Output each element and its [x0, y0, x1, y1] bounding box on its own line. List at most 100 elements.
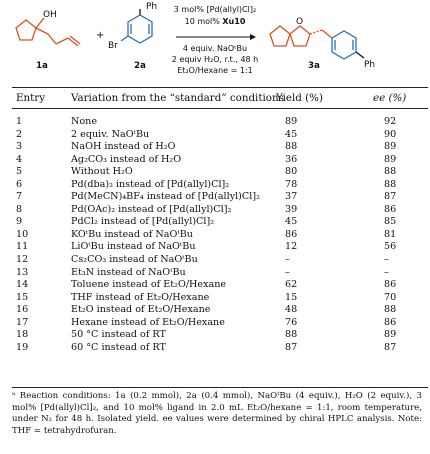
ee-cell: 88: [384, 178, 397, 190]
table-row: 16 Et₂O instead of Et₂O/Hexane 48 88: [12, 304, 428, 317]
table-row: 3 NaOH instead of H₂O 88 89: [12, 141, 428, 154]
table-header-rule: [12, 108, 428, 109]
yield-cell: 48: [285, 304, 298, 316]
header-yield: Yield (%): [276, 92, 323, 104]
ee-cell: 56: [384, 241, 397, 253]
ee-cell: 85: [384, 216, 397, 228]
variation-cell: Toluene instead of Et₂O/Hexane: [71, 279, 227, 291]
ee-cell: 89: [384, 141, 397, 153]
ee-cell: 90: [384, 128, 397, 140]
header-variation: Variation from the “standard” conditions: [71, 92, 284, 104]
yield-cell: –: [285, 266, 290, 278]
variation-cell: Without H₂O: [71, 166, 133, 178]
table-row: 9 PdCl₂ instead of [Pd(allyl)Cl]₂ 45 85: [12, 216, 428, 229]
condition-catalyst: 3 mol% [Pd(allyl)Cl]₂: [174, 5, 256, 14]
substrate2-label: 2a: [134, 61, 146, 71]
yield-cell: 86: [285, 228, 298, 240]
entry-cell: 17: [16, 316, 29, 328]
variation-cell: LiOᵗBu instead of NaOᵗBu: [71, 241, 196, 253]
yield-cell: 76: [285, 316, 298, 328]
substrate-2a-structure: [120, 9, 153, 44]
substrate-1a-structure: [15, 17, 81, 47]
condition-ligand: 10 mol% Xu10: [185, 17, 246, 26]
yield-cell: 15: [285, 291, 298, 303]
table-row: 11 LiOᵗBu instead of NaOᵗBu 12 56: [12, 241, 428, 254]
ee-cell: 86: [384, 203, 397, 215]
entry-cell: 10: [16, 228, 29, 240]
entry-cell: 7: [16, 191, 23, 203]
variation-cell: 50 °C instead of RT: [71, 329, 166, 341]
yield-cell: 39: [285, 203, 298, 215]
table-body: 1 None 89 92 2 2 equiv. NaOᵗBu 45 90 3 NaOH inste…: [12, 116, 428, 354]
yield-cell: 89: [285, 116, 298, 127]
entry-cell: 9: [16, 216, 23, 228]
ee-cell: 86: [384, 316, 397, 328]
variation-cell: Et₃N instead of NaOᵗBu: [71, 266, 186, 278]
variation-cell: KOᵗBu instead of NaOᵗBu: [71, 228, 193, 240]
variation-cell: None: [71, 116, 98, 127]
variation-cell: NaOH instead of H₂O: [71, 141, 176, 153]
product-label: 3a: [308, 61, 320, 71]
yield-cell: 87: [285, 341, 298, 353]
entry-cell: 12: [16, 254, 29, 266]
header-ee: ee (%): [373, 92, 407, 104]
entry-cell: 2: [16, 128, 23, 140]
ee-cell: 92: [384, 116, 397, 127]
table-footnote: ᵃ Reaction conditions: 1a (0.2 mmol), 2a…: [12, 391, 422, 436]
entry-cell: 15: [16, 291, 29, 303]
ee-cell: 70: [384, 291, 397, 303]
substrate2-ph: Ph: [146, 2, 157, 12]
variation-cell: Cs₂CO₃ instead of NaOᵗBu: [71, 254, 198, 266]
variation-cell: 60 °C instead of RT: [71, 341, 166, 353]
ee-cell: 81: [384, 228, 397, 240]
variation-cell: 2 equiv. NaOᵗBu: [71, 128, 150, 140]
variation-cell: Pd(OAc)₂ instead of [Pd(allyl)Cl]₂: [71, 203, 232, 215]
ee-cell: 86: [384, 279, 397, 291]
table-row: 13 Et₃N instead of NaOᵗBu – –: [12, 267, 428, 280]
variation-cell: Pd(dba)₂ instead of [Pd(allyl)Cl]₂: [71, 178, 230, 190]
variation-cell: Hexane instead of Et₂O/Hexane: [71, 316, 225, 328]
table-row: 1 None 89 92: [12, 116, 428, 129]
yield-cell: 12: [285, 241, 298, 253]
yield-cell: 36: [285, 153, 298, 165]
entry-cell: 16: [16, 304, 29, 316]
yield-cell: 37: [285, 191, 298, 203]
condition-additive: 2 equiv H₂O, r.t., 48 h: [172, 55, 258, 64]
header-entry: Entry: [16, 92, 46, 104]
reaction-scheme: OH 1a + Ph Br 2a 3 mol% [Pd(allyl)Cl]₂ 1…: [15, 2, 375, 75]
entry-cell: 1: [16, 116, 23, 127]
ee-cell: –: [384, 266, 389, 278]
ee-cell: 89: [384, 153, 397, 165]
yield-cell: 45: [285, 216, 298, 228]
plus-sign: +: [96, 30, 104, 41]
reaction-arrow: [176, 34, 256, 40]
product-3a-structure: [269, 25, 365, 60]
entry-cell: 3: [16, 141, 23, 153]
condition-base: 4 equiv. NaOᵗBu: [183, 44, 247, 53]
yield-cell: 88: [285, 141, 298, 153]
table-row: 17 Hexane instead of Et₂O/Hexane 76 86: [12, 317, 428, 330]
entry-cell: 14: [16, 279, 29, 291]
substrate1-oh: OH: [43, 10, 57, 20]
ee-cell: 87: [384, 341, 397, 353]
product-o: O: [296, 17, 303, 27]
ee-cell: 89: [384, 329, 397, 341]
yield-cell: –: [285, 254, 290, 266]
condition-solvent: Et₂O/Hexane = 1:1: [177, 66, 252, 75]
entry-cell: 13: [16, 266, 29, 278]
yield-cell: 80: [285, 166, 298, 178]
variation-cell: PdCl₂ instead of [Pd(allyl)Cl]₂: [71, 216, 215, 228]
ee-cell: 88: [384, 166, 397, 178]
entry-cell: 11: [16, 241, 29, 253]
ee-cell: 88: [384, 304, 397, 316]
variation-cell: Et₂O instead of Et₂O/Hexane: [71, 304, 211, 316]
